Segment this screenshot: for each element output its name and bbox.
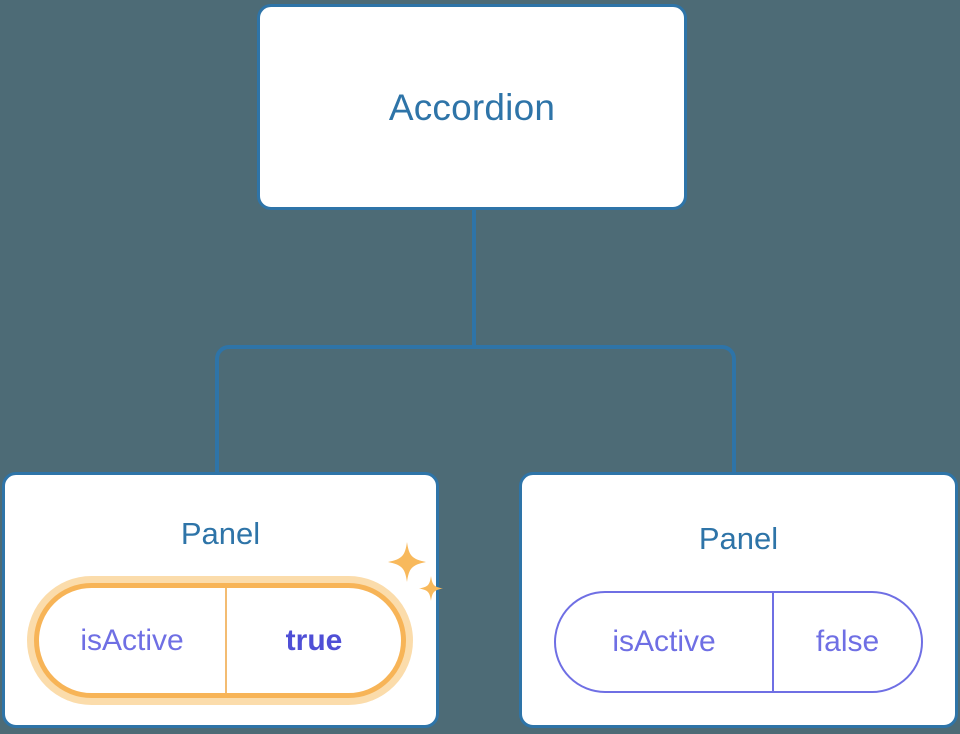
node-accordion[interactable]: Accordion bbox=[257, 4, 687, 210]
connector-branch-left bbox=[215, 345, 474, 472]
prop-pill-isactive-false[interactable]: isActive false bbox=[554, 591, 923, 693]
prop-key-label: isActive bbox=[612, 625, 716, 658]
prop-value-cell: false bbox=[772, 593, 921, 691]
prop-key-cell: isActive bbox=[556, 593, 772, 691]
prop-value-cell: true bbox=[225, 588, 401, 693]
prop-value-label: true bbox=[285, 623, 343, 657]
node-panel-active-label: Panel bbox=[180, 516, 261, 551]
prop-key-cell: isActive bbox=[39, 588, 225, 693]
node-accordion-label: Accordion bbox=[388, 86, 556, 128]
prop-key-label: isActive bbox=[80, 623, 184, 657]
connector-branch-right bbox=[474, 345, 736, 472]
node-panel-inactive-label: Panel bbox=[698, 521, 779, 556]
prop-value-label: false bbox=[815, 625, 880, 658]
prop-pill-isactive-true[interactable]: isActive true bbox=[34, 583, 406, 698]
